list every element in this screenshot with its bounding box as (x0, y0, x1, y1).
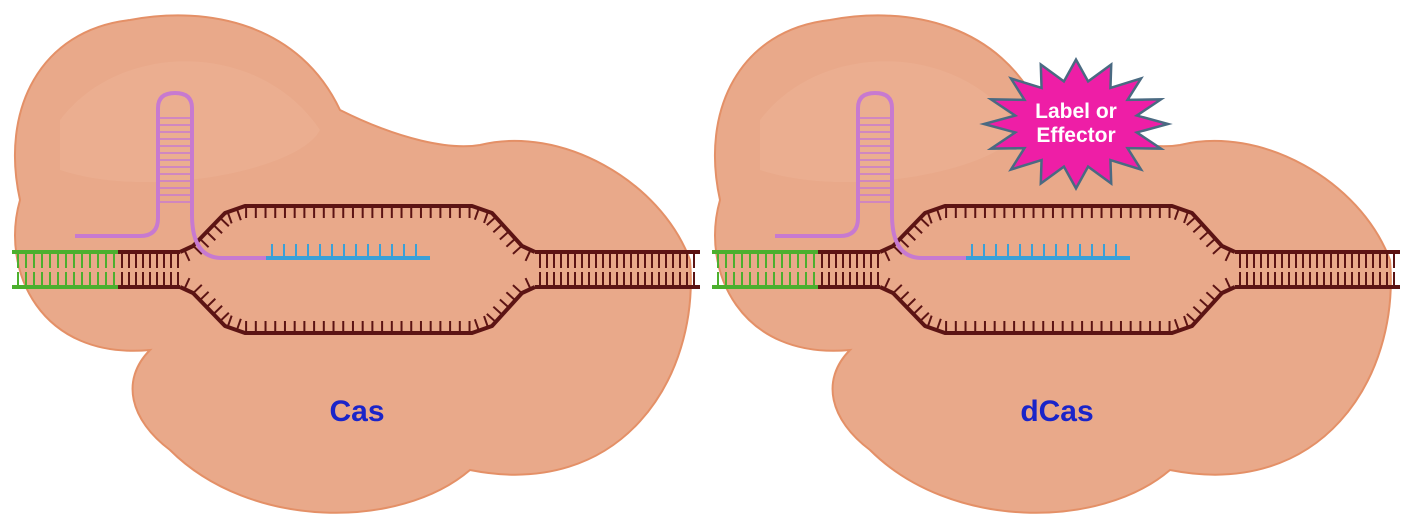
effector-label-line1: Label or (1035, 100, 1117, 124)
cas-panel (12, 15, 700, 512)
dcas-label: dCas (1020, 395, 1093, 429)
effector-label: Label or Effector (1035, 100, 1117, 148)
cas-label: Cas (329, 395, 384, 429)
dcas-panel (712, 15, 1400, 512)
effector-label-line2: Effector (1035, 124, 1117, 148)
